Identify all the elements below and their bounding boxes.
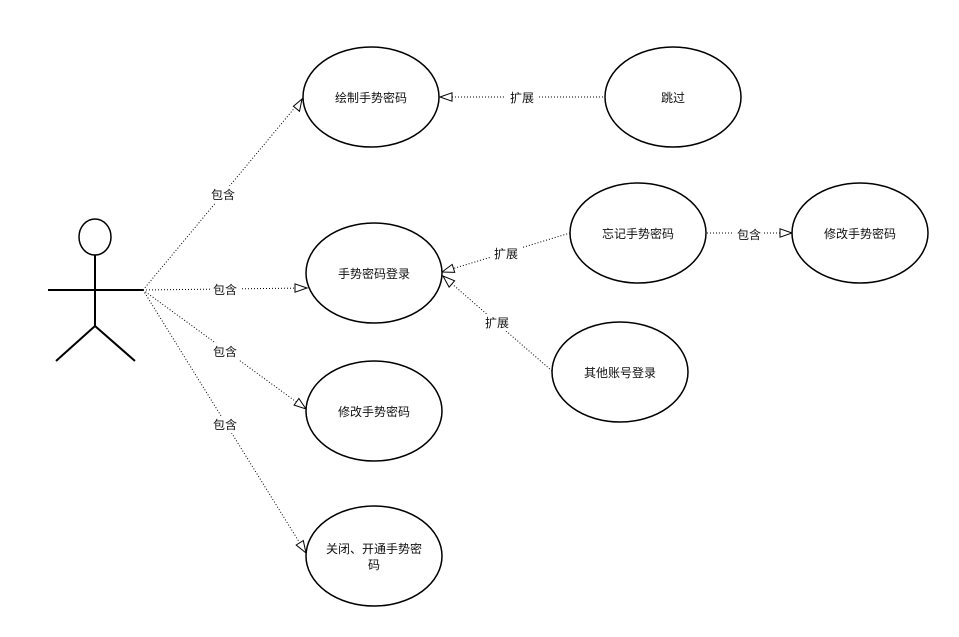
edge-arrowhead xyxy=(293,397,308,410)
edge-label-include: 包含 xyxy=(213,417,237,432)
use-case-draw-gesture[interactable]: 绘制手势密码 xyxy=(302,46,440,148)
use-case-label: 绘制手势密码 xyxy=(335,90,407,105)
edge-extend-skip: 扩展 xyxy=(438,89,606,106)
use-case-label: 忘记手势密码 xyxy=(602,226,674,241)
edge-include-draw-gesture: 包含 xyxy=(142,97,303,291)
actor-stick-figure[interactable] xyxy=(48,218,143,362)
actor-right-leg xyxy=(94,325,136,362)
use-case-label: 跳过 xyxy=(661,91,685,105)
edge-include-modify-gesture: 包含 xyxy=(142,289,308,410)
edge-arrowhead xyxy=(779,228,794,238)
edge-extend-other-account: 扩展 xyxy=(441,274,553,372)
edge-label-include: 包含 xyxy=(213,282,237,297)
use-case-label: 修改手势密码 xyxy=(824,226,896,241)
edge-arrowhead xyxy=(440,263,456,273)
use-case-gesture-login[interactable]: 手势密码登录 xyxy=(305,222,443,324)
actor-left-leg xyxy=(55,325,96,362)
edge-label-include: 包含 xyxy=(211,187,235,202)
edge-arrowhead xyxy=(294,283,309,293)
edge-include-gesture-login: 包含 xyxy=(142,281,309,298)
edge-label-extend: 扩展 xyxy=(494,247,518,261)
use-case-label-line1: 关闭、开通手势密 xyxy=(326,541,422,556)
use-case-label: 修改手势密码 xyxy=(338,404,410,419)
edge-arrowhead xyxy=(438,92,453,102)
edge-label-include: 包含 xyxy=(213,344,237,359)
use-case-label: 手势密码登录 xyxy=(338,266,410,281)
edge-arrowhead xyxy=(295,539,307,555)
edge-label-extend: 扩展 xyxy=(510,91,534,105)
actor-head xyxy=(78,218,112,256)
use-case-skip[interactable]: 跳过 xyxy=(604,46,742,148)
edge-arrowhead xyxy=(292,97,303,113)
use-case-modify-gesture[interactable]: 修改手势密码 xyxy=(305,360,443,462)
use-case-label: 其他账号登录 xyxy=(584,365,656,380)
edge-include-toggle-gesture: 包含 xyxy=(142,289,307,555)
use-case-forgot-gesture[interactable]: 忘记手势密码 xyxy=(569,182,707,284)
use-case-modify-gesture-right[interactable]: 修改手势密码 xyxy=(791,182,929,284)
edge-extend-forgot: 扩展 xyxy=(440,232,571,273)
edge-label-extend: 扩展 xyxy=(485,316,509,330)
edge-label-include: 包含 xyxy=(737,227,761,242)
edge-arrowhead xyxy=(441,274,456,288)
use-case-toggle-gesture[interactable]: 关闭、开通手势密 码 xyxy=(305,505,443,607)
edge-include-modify-right: 包含 xyxy=(707,226,794,243)
use-case-label-line2: 码 xyxy=(368,558,380,572)
use-case-other-account-login[interactable]: 其他账号登录 xyxy=(551,321,689,423)
